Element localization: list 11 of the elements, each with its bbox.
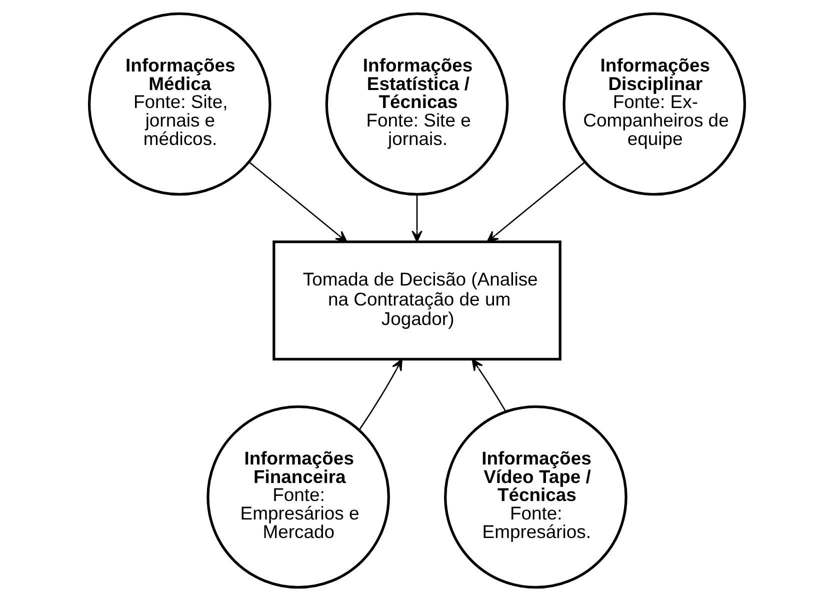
- arrow: [412, 194, 422, 242]
- node-circle: Informações Médica Fonte: Site, jornais e médicos.: [88, 12, 272, 196]
- node-circle: Informações Disciplinar Fonte: Ex-Companheiros de equipe: [562, 12, 746, 196]
- node-circle: Informações Estatística / Técnicas Fonte: Site e jornais.: [325, 12, 509, 196]
- arrow: [472, 358, 506, 412]
- arrow: [249, 162, 348, 242]
- node-box: Tomada de Decisão (Analise na Contratação de um Jogador): [272, 240, 562, 360]
- node-circle: Informações Financeira Fonte: Empresários e Mercado: [206, 405, 390, 589]
- node-circle: Informações Vídeo Tape / Técnicas Fonte: Empresários.: [444, 405, 628, 589]
- arrow: [486, 162, 585, 242]
- arrow: [358, 358, 402, 430]
